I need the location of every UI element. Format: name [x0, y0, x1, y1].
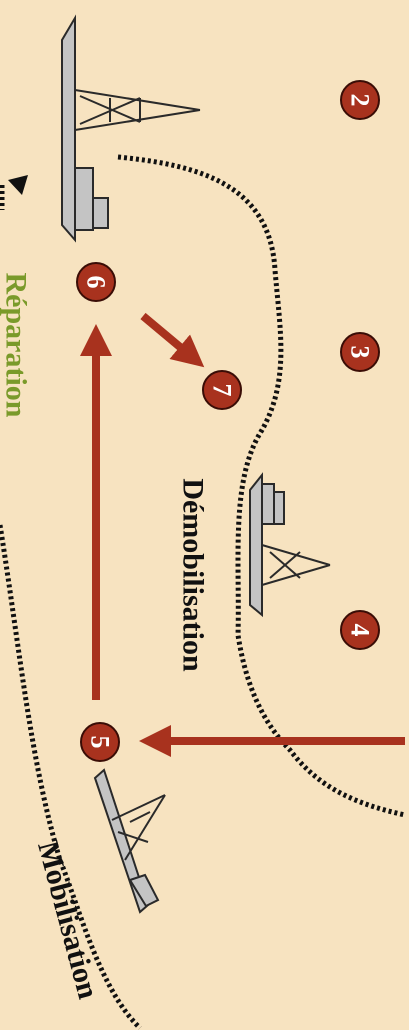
svg-text:4: 4: [346, 624, 375, 637]
drilling-rig-6: [62, 18, 200, 240]
step-badge-3: 3: [341, 333, 379, 371]
svg-text:3: 3: [346, 346, 375, 359]
step-badge-4: 4: [341, 611, 379, 649]
svg-text:6: 6: [82, 276, 111, 289]
step-badge-6: 6: [77, 263, 115, 301]
arrow-6-to-7: [143, 316, 192, 357]
svg-text:5: 5: [86, 736, 115, 749]
drilling-rig-5: [95, 770, 165, 912]
drilling-rig-4: [250, 475, 330, 615]
label-demobilisation: Démobilisation: [177, 478, 210, 672]
label-mobilisation: Mobilisation: [31, 838, 105, 1003]
reparation-pointer: [8, 175, 28, 195]
step-badge-2: 2: [341, 81, 379, 119]
label-reparation: Réparation: [0, 273, 33, 418]
svg-text:2: 2: [346, 94, 375, 107]
step-badge-5: 5: [81, 723, 119, 761]
step-badge-7: 7: [203, 371, 241, 409]
svg-text:7: 7: [208, 384, 237, 397]
